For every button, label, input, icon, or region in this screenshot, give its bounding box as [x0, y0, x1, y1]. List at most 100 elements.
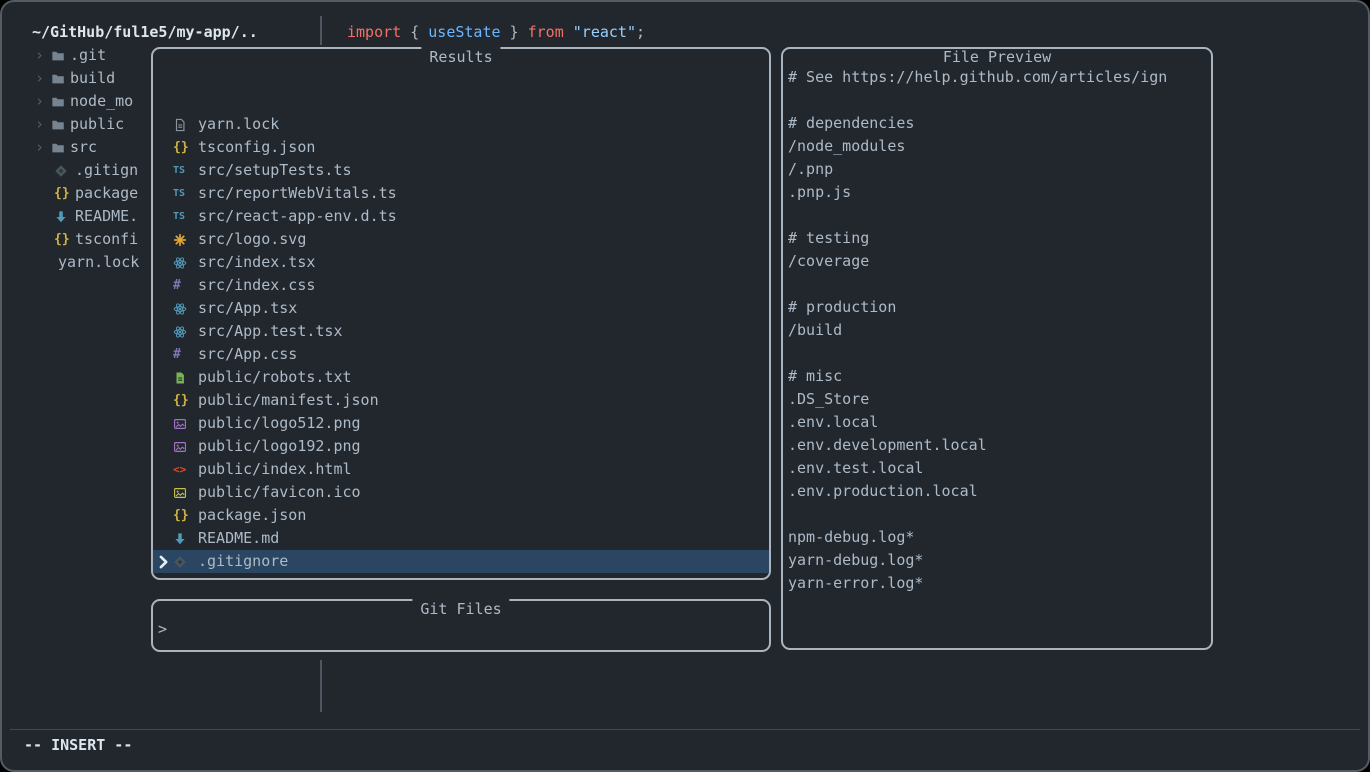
chevron-right-icon[interactable]: › — [35, 92, 45, 110]
preview-line — [788, 89, 1211, 112]
preview-line: /node_modules — [788, 137, 906, 155]
preview-line — [788, 204, 1211, 227]
working-directory-path: ~/GitHub/ful1e5/my-app/.. — [32, 23, 258, 41]
tree-item-tsconfi[interactable]: {}tsconfi — [2, 228, 150, 251]
json-icon: {} — [173, 140, 189, 155]
tree-item--gitign[interactable]: .gitign — [2, 159, 150, 182]
tree-item-package[interactable]: {}package — [2, 182, 150, 205]
tree-item-build[interactable]: ›build — [2, 67, 150, 90]
result-item[interactable]: {}package.json — [153, 504, 769, 527]
folder-icon — [51, 141, 65, 155]
tree-item-readme-[interactable]: README. — [2, 205, 150, 228]
folder-icon — [51, 95, 65, 109]
result-item[interactable]: README.md — [153, 527, 769, 550]
image-icon — [173, 417, 187, 431]
ts-icon: TS — [173, 165, 186, 176]
react-icon — [173, 256, 187, 270]
tree-item-yarn-lock[interactable]: yarn.lock — [2, 251, 150, 274]
tree-item-label: .gitign — [75, 161, 139, 179]
selection-caret-icon — [157, 555, 171, 569]
tree-item-src[interactable]: › src — [2, 136, 150, 159]
result-item[interactable]: #src/index.css — [153, 274, 769, 297]
preview-line: .env.development.local — [788, 436, 987, 454]
result-item-label: src/reportWebVitals.ts — [198, 184, 397, 202]
code-token: { — [401, 23, 429, 41]
preview-line: yarn-debug.log* — [788, 551, 924, 569]
css-icon: # — [173, 347, 181, 362]
folder-icon — [51, 118, 65, 132]
tree-item-node-mo[interactable]: › node_mo — [2, 90, 150, 113]
result-item-label: src/setupTests.ts — [198, 161, 352, 179]
tree-item-label: yarn.lock — [58, 253, 140, 271]
preview-line: yarn-error.log* — [788, 574, 924, 592]
ts-icon: TS — [173, 188, 186, 199]
json-icon: {} — [54, 186, 70, 201]
preview-line: # production — [788, 298, 897, 316]
result-item[interactable]: yarn.lock — [153, 113, 769, 136]
result-item-label: public/favicon.ico — [198, 483, 361, 501]
result-item-label: .gitignore — [198, 552, 289, 570]
result-item[interactable]: src/index.tsx — [153, 251, 769, 274]
preview-line: .pnp.js — [788, 183, 852, 201]
result-item[interactable]: src/App.test.tsx — [153, 320, 769, 343]
chevron-right-icon[interactable]: › — [35, 138, 45, 156]
result-item-label: public/logo192.png — [198, 437, 361, 455]
code-token: } — [500, 23, 528, 41]
result-item-label: package.json — [198, 506, 307, 524]
prompt-panel[interactable]: Git Files > — [151, 598, 771, 652]
file-preview-title: File Preview — [934, 49, 1060, 69]
result-item[interactable]: {}public/manifest.json — [153, 389, 769, 412]
code-token: "react" — [572, 23, 636, 41]
result-item[interactable]: #src/App.css — [153, 343, 769, 366]
code-token — [564, 23, 573, 41]
ts-icon: TS — [173, 211, 186, 222]
result-item-label: public/index.html — [198, 460, 352, 478]
result-item[interactable]: {}tsconfig.json — [153, 136, 769, 159]
ico-icon — [173, 486, 187, 500]
results-panel-title: Results — [421, 46, 501, 69]
tree-item-public[interactable]: ›public — [2, 113, 150, 136]
tree-item--git[interactable]: › .git — [2, 44, 150, 67]
result-item[interactable]: public/robots.txt — [153, 366, 769, 389]
preview-line: .env.production.local — [788, 482, 978, 500]
chevron-right-icon[interactable]: › — [35, 115, 45, 133]
result-item-label: public/manifest.json — [198, 391, 379, 409]
tree-item-label: src — [70, 138, 98, 156]
result-item-label: public/logo512.png — [198, 414, 361, 432]
txt-icon — [173, 371, 187, 385]
code-token: ; — [636, 23, 646, 41]
window-separator-top — [320, 16, 322, 45]
chevron-right-icon[interactable]: › — [35, 46, 45, 64]
result-item[interactable]: src/logo.svg — [153, 228, 769, 251]
gitignore-icon — [54, 164, 68, 178]
preview-line: /.pnp — [788, 160, 834, 178]
result-item[interactable]: <>public/index.html — [153, 458, 769, 481]
result-item-label: src/logo.svg — [198, 230, 307, 248]
result-item[interactable]: src/App.tsx — [153, 297, 769, 320]
mode-indicator: -- INSERT -- — [24, 736, 133, 754]
result-item-selected[interactable]: .gitignore — [153, 550, 769, 573]
prompt-input[interactable]: > — [158, 620, 168, 638]
file-tree-sidebar: ›.git›build›node_mo›public›src.gitign{}p… — [2, 44, 150, 274]
json-icon: {} — [54, 232, 70, 247]
editor-code-line: import { useState } from "react"; — [347, 21, 645, 44]
window-separator-bottom — [320, 660, 322, 712]
preview-line — [788, 273, 1211, 296]
result-item[interactable]: public/favicon.ico — [153, 481, 769, 504]
result-item[interactable]: public/logo512.png — [153, 412, 769, 435]
result-item[interactable]: TS src/reportWebVitals.ts — [153, 182, 769, 205]
result-item[interactable]: TS src/setupTests.ts — [153, 159, 769, 182]
result-item[interactable]: public/logo192.png — [153, 435, 769, 458]
css-icon: # — [173, 278, 181, 293]
preview-line: # dependencies — [788, 114, 915, 132]
tree-item-label: .git — [70, 46, 107, 64]
image-icon — [173, 440, 187, 454]
preview-line — [788, 503, 1211, 526]
preview-line: .env.local — [788, 413, 879, 431]
chevron-right-icon[interactable]: › — [35, 69, 45, 87]
result-item-label: src/App.test.tsx — [198, 322, 343, 340]
result-item-label: yarn.lock — [198, 115, 280, 133]
tree-item-label: node_mo — [70, 92, 134, 110]
